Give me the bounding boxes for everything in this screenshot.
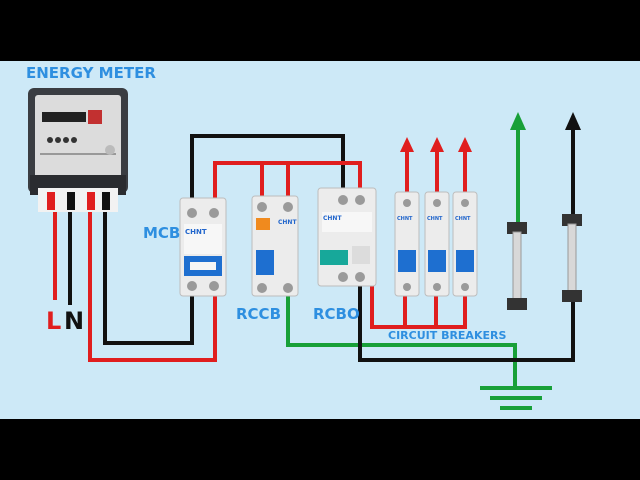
arrow-up-icon xyxy=(458,137,472,152)
rccb-label: RCCB xyxy=(236,305,281,323)
rccb-test-button[interactable] xyxy=(256,218,270,230)
breaker-2-handle[interactable] xyxy=(428,250,446,272)
breaker-3-handle[interactable] xyxy=(456,250,474,272)
rccb-brand: CHNT xyxy=(278,219,297,226)
neutral-wire-to-bar xyxy=(358,285,575,362)
rccb-handle[interactable] xyxy=(256,250,274,275)
mcb-device[interactable] xyxy=(179,197,227,297)
rcbo-handle[interactable] xyxy=(320,250,348,265)
circuit-breaker-3[interactable] xyxy=(452,191,478,297)
ground-symbol-icon xyxy=(480,386,552,410)
neutral-wire-mcb-to-rcbo xyxy=(190,134,345,200)
neutral-bus-bar xyxy=(562,214,582,302)
live-label: L xyxy=(46,307,62,335)
circuit-breaker-2[interactable] xyxy=(424,191,450,297)
rcbo-device[interactable] xyxy=(317,187,377,287)
arrow-up-icon xyxy=(430,137,444,152)
breaker-2-brand: CHNT xyxy=(427,216,443,222)
live-wire-mcb-to-rccb xyxy=(213,161,290,200)
circuit-breaker-1[interactable] xyxy=(394,191,420,297)
arrow-up-icon xyxy=(565,112,581,130)
earth-wire xyxy=(286,296,517,370)
breaker-output-arrows xyxy=(400,137,472,195)
breaker-1-handle[interactable] xyxy=(398,250,416,272)
neutral-label: N xyxy=(64,307,85,335)
live-wire-rccb-to-rcbo xyxy=(262,161,362,197)
earth-bus-bar xyxy=(507,222,527,310)
rcbo-brand: CHNT xyxy=(323,215,342,222)
breaker-1-brand: CHNT xyxy=(397,216,413,222)
mcb-label: MCB xyxy=(143,224,181,242)
live-wire-to-breakers xyxy=(370,285,467,329)
energy-meter-label: ENERGY METER xyxy=(26,64,156,82)
live-wire-to-mcb xyxy=(88,195,217,362)
rcbo-label: RCBO xyxy=(313,305,360,323)
mcb-brand: CHNT xyxy=(185,228,207,236)
energy-meter xyxy=(28,88,128,212)
arrow-up-icon xyxy=(400,137,414,152)
neutral-wire-to-mcb xyxy=(103,195,194,345)
breaker-3-brand: CHNT xyxy=(455,216,471,222)
arrow-up-icon xyxy=(510,112,526,130)
rccb-device[interactable] xyxy=(251,195,299,297)
circuit-breakers-label: CIRCUIT BREAKERS xyxy=(388,329,507,342)
